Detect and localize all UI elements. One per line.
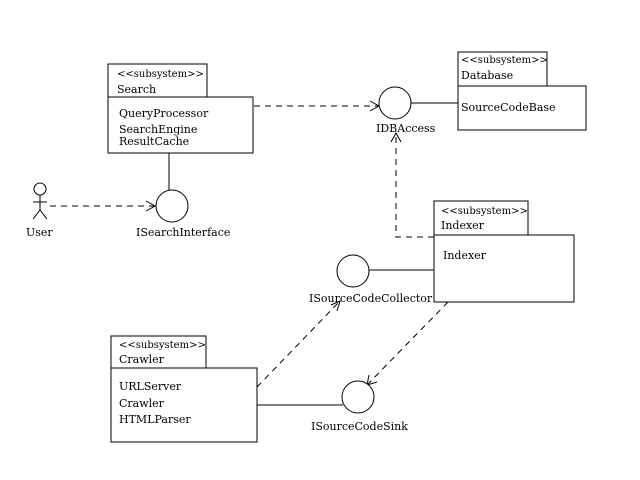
interface-label: ISourceCodeCollector (309, 292, 433, 305)
subsystem-tab (110, 335, 207, 369)
subsystem-body (457, 85, 587, 131)
subsystem-item: QueryProcessor (119, 107, 209, 120)
indexer-to-idbaccess-arrowhead (390, 131, 402, 143)
idbaccess-circle-icon (378, 86, 412, 120)
crawler-to-isourcecodecollector-dependency (256, 300, 341, 388)
interface-isourcecodesink[interactable]: ISourceCodeSink (311, 380, 408, 433)
isourcecodecollector-circle-icon (336, 254, 370, 288)
subsystem-name: Indexer (441, 219, 485, 232)
subsystem-body (110, 367, 258, 443)
subsystem-item: Crawler (119, 397, 165, 410)
subsystem-item: Indexer (443, 249, 487, 262)
subsystem-item: SourceCodeBase (461, 101, 556, 114)
subsystem-tab (433, 200, 529, 236)
interface-isourcecodecollector[interactable]: ISourceCodeCollector (309, 254, 433, 305)
interface-label: IDBAccess (376, 122, 436, 135)
actor-label: User (26, 226, 53, 239)
subsystem-item: URLServer (119, 380, 182, 393)
subsystem-indexer[interactable]: <<subsystem>> Indexer Indexer (433, 200, 575, 303)
subsystem-name: Database (461, 69, 513, 82)
interface-label: ISearchInterface (136, 226, 230, 239)
subsystem-crawler[interactable]: <<subsystem>> Crawler URLServer Crawler … (110, 335, 258, 443)
subsystem-item: ResultCache (119, 135, 189, 148)
subsystem-body (433, 234, 575, 303)
subsystem-item: SearchEngine (119, 123, 197, 136)
subsystem-stereotype: <<subsystem>> (117, 69, 204, 80)
subsystem-item: HTMLParser (119, 413, 191, 426)
subsystem-body (107, 96, 254, 154)
user-to-isearchinterface-arrowhead (145, 200, 157, 212)
isourcecodesink-circle-icon (341, 380, 375, 414)
actor-user[interactable]: User (26, 182, 53, 239)
subsystem-database[interactable]: <<subsystem>> Database SourceCodeBase (457, 51, 587, 131)
subsystem-stereotype: <<subsystem>> (441, 206, 528, 217)
interface-label: ISourceCodeSink (311, 420, 408, 433)
indexer-to-isourcecodesink-dependency (366, 301, 449, 386)
subsystem-stereotype: <<subsystem>> (461, 55, 548, 66)
stick-figure-icon (32, 182, 48, 220)
interface-isearchinterface[interactable]: ISearchInterface (136, 189, 230, 239)
subsystem-tab (457, 51, 548, 87)
interface-idbaccess[interactable]: IDBAccess (376, 86, 436, 135)
subsystem-name: Crawler (119, 353, 165, 366)
indexer-to-idbaccess-dependency (395, 134, 434, 238)
subsystem-search[interactable]: <<subsystem>> Search QueryProcessor Sear… (107, 63, 254, 154)
subsystem-stereotype: <<subsystem>> (119, 340, 206, 351)
isearchinterface-circle-icon (155, 189, 189, 223)
crawler-to-isourcecodecollector-arrowhead (330, 300, 341, 312)
subsystem-name: Search (117, 83, 156, 96)
